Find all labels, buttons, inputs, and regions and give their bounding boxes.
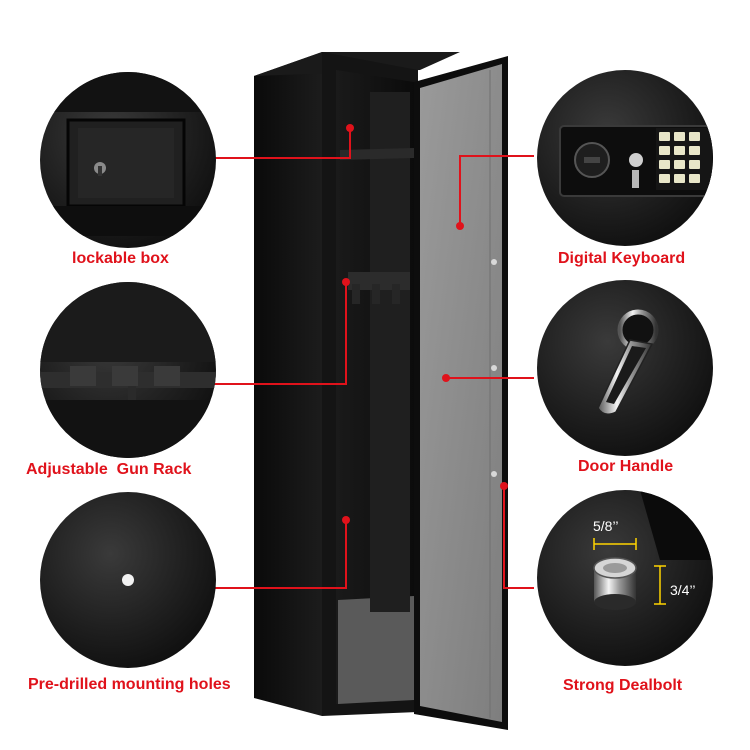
feature-label-digital-keyboard: Digital Keyboard (558, 250, 686, 267)
gun-rack-detail (40, 282, 216, 458)
callout-lines (210, 130, 534, 589)
feature-label-gun-rack: Adjustable Gun Rack (26, 461, 192, 478)
mounting-hole-icon (122, 574, 134, 586)
door-handle-detail (537, 280, 713, 456)
safe-door (414, 56, 508, 730)
keypad-buttons (659, 132, 700, 183)
dimension-lines (593, 538, 666, 605)
keyhole-icon (629, 153, 643, 167)
deadbolt-detail (537, 490, 713, 666)
digital-keyboard-detail (537, 70, 713, 246)
feature-label-mounting-holes: Pre-drilled mounting holes (28, 676, 231, 693)
lockable-box-detail (40, 72, 216, 248)
deadbolt-icon (593, 557, 637, 610)
deadbolt-height-label: 3/4’’ (670, 582, 696, 598)
mounting-holes-detail (40, 492, 216, 668)
deadbolt-width-label: 5/8’’ (593, 518, 619, 534)
feature-label-door-handle: Door Handle (578, 458, 674, 475)
callout-dots (342, 124, 508, 524)
feature-label-deadbolt: Strong Dealbolt (563, 677, 683, 694)
feature-label-lockable-box: lockable box (72, 250, 169, 267)
door-handle-icon (597, 309, 659, 415)
